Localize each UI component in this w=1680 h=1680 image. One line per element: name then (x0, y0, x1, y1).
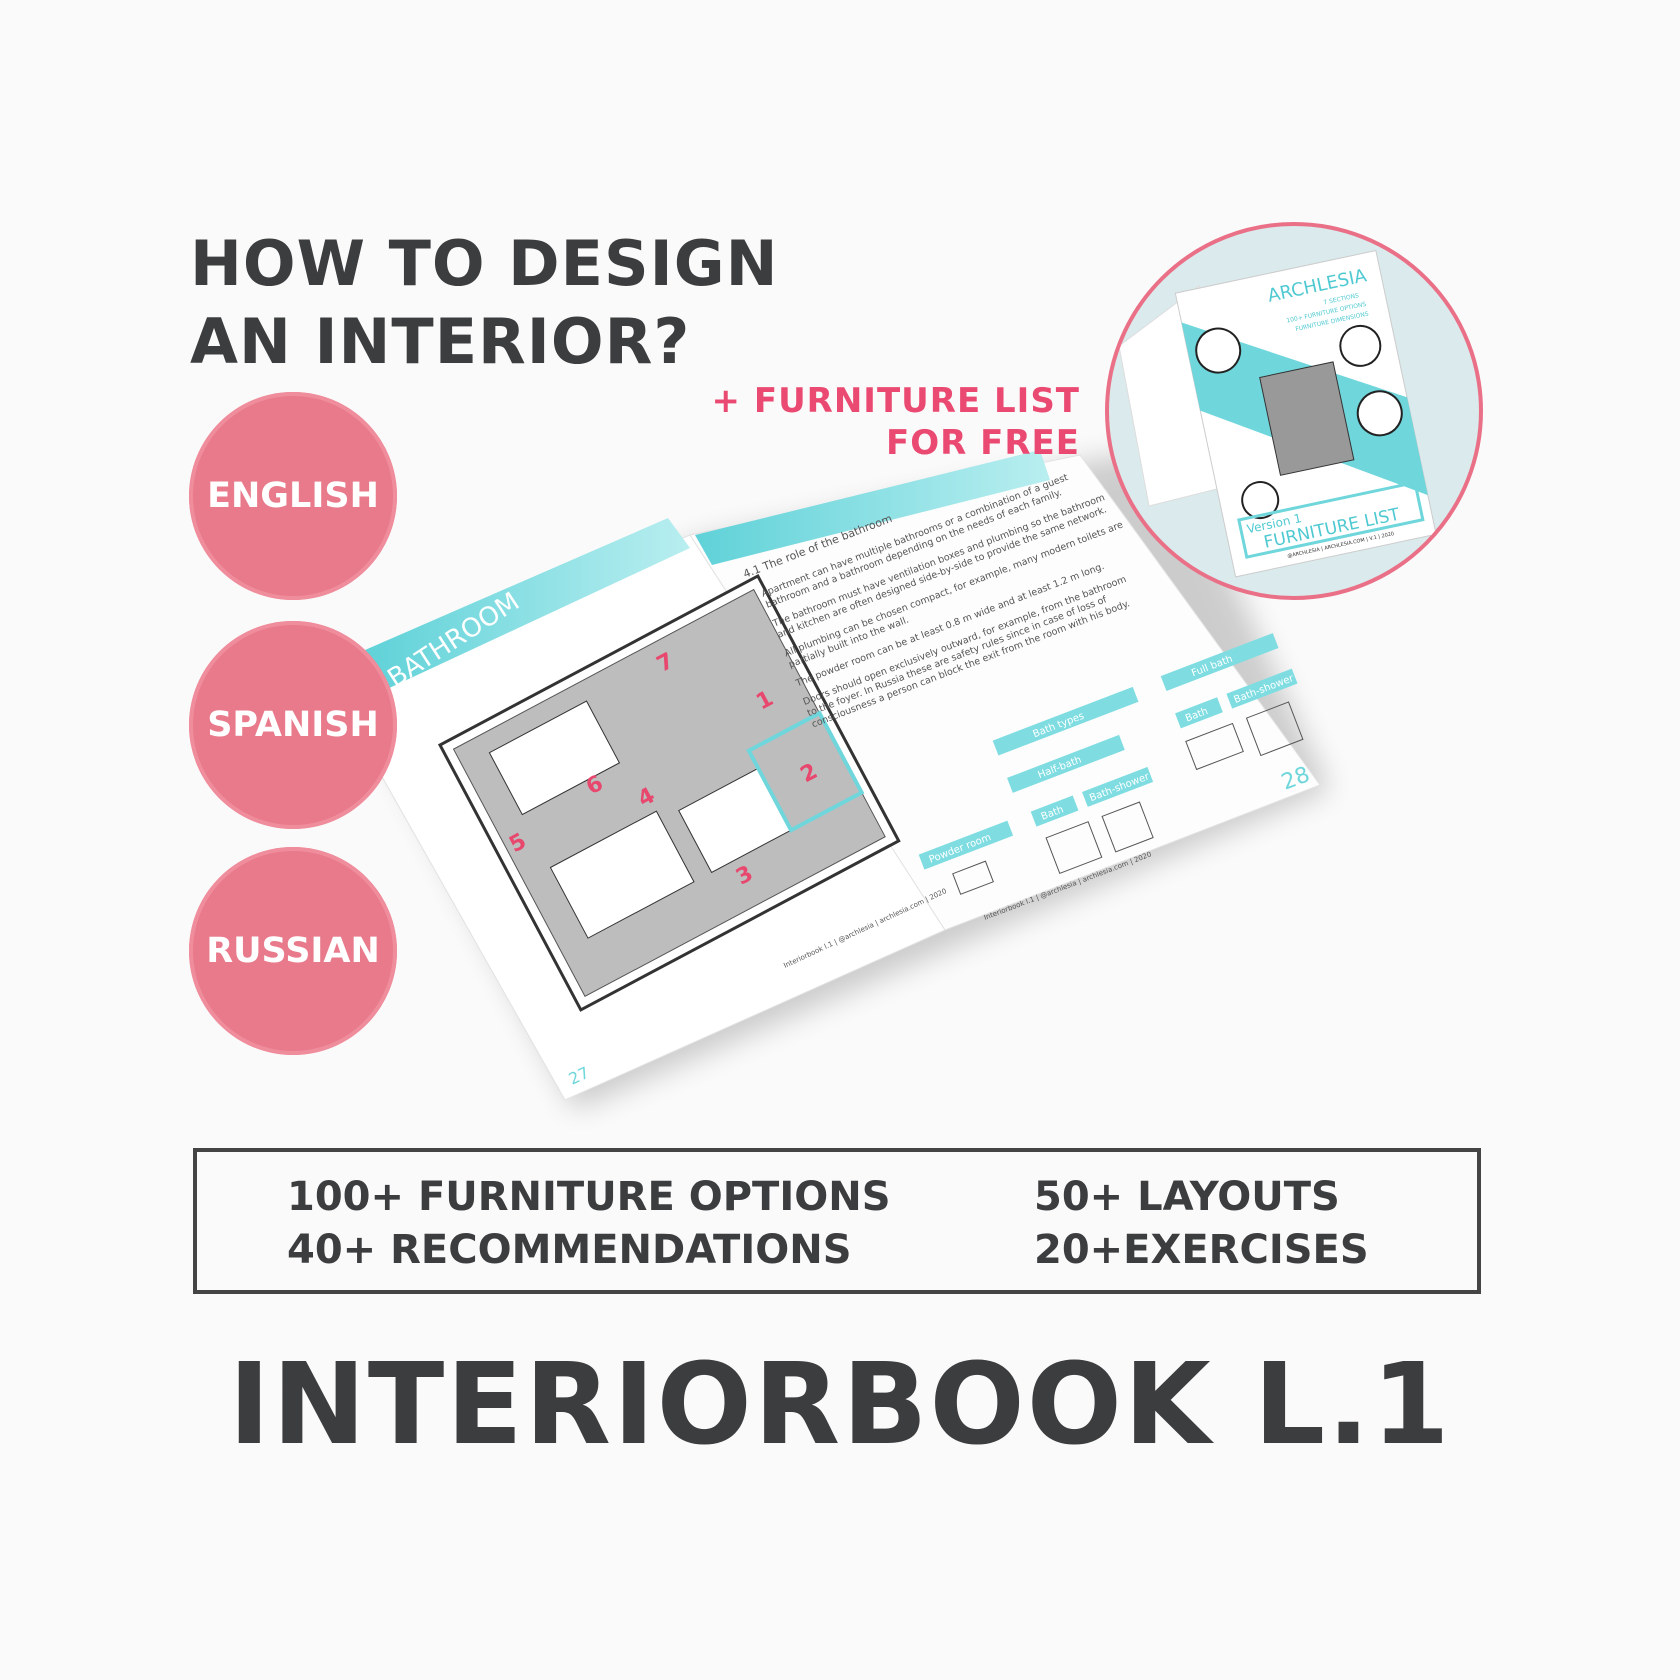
headline: HOW TO DESIGN AN INTERIOR? (190, 225, 778, 381)
bonus-line-1: + FURNITURE LIST (711, 381, 1080, 421)
bonus-line-2: FOR FREE (885, 423, 1080, 463)
features-box: 100+ FURNITURE OPTIONS 50+ LAYOUTS 40+ R… (193, 1148, 1481, 1294)
language-label: SPANISH (207, 705, 379, 745)
feature-exercises: 20+EXERCISES (1034, 1227, 1369, 1273)
language-badge-spanish: SPANISH (189, 621, 397, 829)
chapter-band (365, 518, 690, 690)
feature-recommendations: 40+ RECOMMENDATIONS (287, 1227, 852, 1273)
right-band (695, 450, 1050, 565)
bath-types-diagram: Bath types Full bath Half-bath Powder ro… (918, 633, 1304, 895)
language-badge-russian: RUSSIAN (189, 847, 397, 1055)
language-label: ENGLISH (207, 476, 379, 516)
headline-line-1: HOW TO DESIGN (190, 227, 779, 300)
feature-furniture-options: 100+ FURNITURE OPTIONS (287, 1174, 891, 1220)
feature-layouts: 50+ LAYOUTS (1034, 1174, 1340, 1220)
furniture-list-cover: ARCHLESIA 7 SECTIONS 100+ FURNITURE OPTI… (1118, 249, 1437, 578)
language-label: RUSSIAN (206, 931, 380, 971)
bonus-text: + FURNITURE LIST FOR FREE (712, 380, 1080, 464)
floor-plan: 1 2 3 4 5 6 7 (437, 573, 901, 1012)
headline-line-2: AN INTERIOR? (190, 305, 691, 378)
product-name: INTERIORBOOK L.1 (228, 1340, 1452, 1470)
language-badge-english: ENGLISH (189, 392, 397, 600)
bonus-cover-circle: ARCHLESIA 7 SECTIONS 100+ FURNITURE OPTI… (1105, 222, 1483, 600)
